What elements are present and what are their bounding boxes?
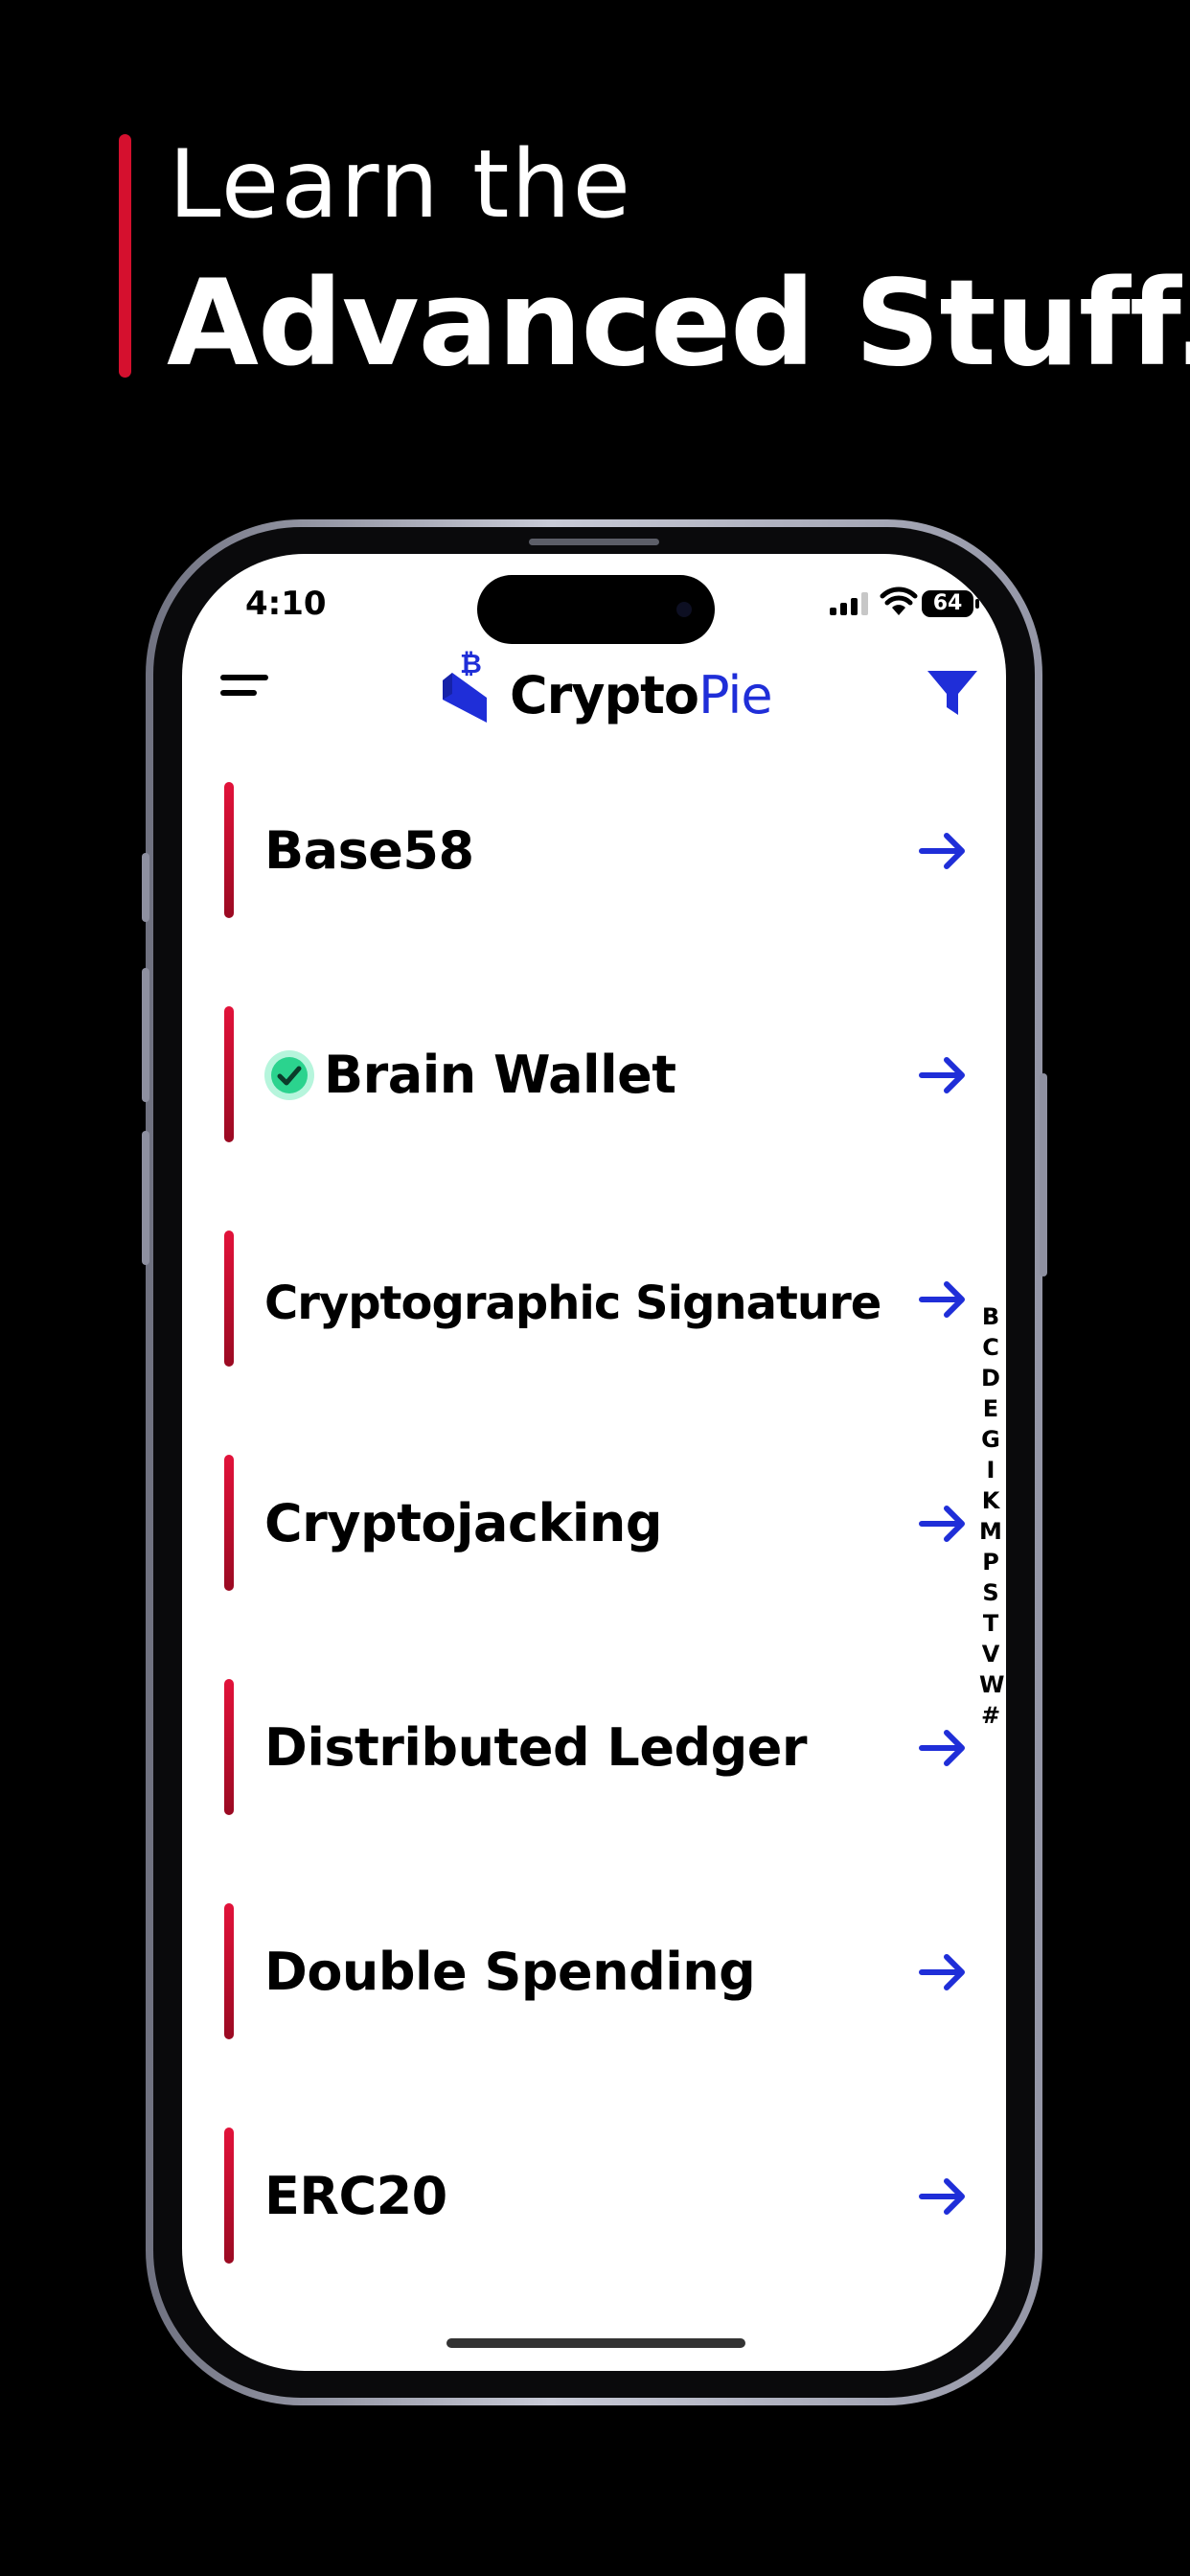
arrow-right-icon[interactable] xyxy=(918,1048,970,1102)
list-item-accent-bar xyxy=(224,1006,234,1142)
phone-power-button xyxy=(1040,1073,1047,1276)
home-indicator[interactable] xyxy=(446,2338,745,2348)
alphabet-index-letter[interactable]: C xyxy=(982,1334,999,1361)
list-item-label: Base58 xyxy=(264,820,474,881)
alphabet-index-letter[interactable]: G xyxy=(981,1426,1000,1453)
wifi-icon xyxy=(880,586,918,615)
arrow-right-icon[interactable] xyxy=(918,1721,970,1775)
headline-line-2: Advanced Stuff. xyxy=(167,255,1190,393)
phone-volume-down-button xyxy=(142,1131,149,1265)
alphabet-index-letter[interactable]: D xyxy=(981,1365,1000,1392)
camera-dot xyxy=(676,602,692,617)
list-item[interactable]: Double Spending xyxy=(182,1903,1006,2057)
alphabet-index-letter[interactable]: W xyxy=(979,1671,1005,1698)
logo-wordmark: CryptoPie xyxy=(510,665,773,725)
arrow-right-icon[interactable] xyxy=(918,824,970,878)
svg-text:₿: ₿ xyxy=(460,648,482,679)
logo-mark-icon: ₿ xyxy=(443,648,487,723)
list-item[interactable]: Cryptojacking xyxy=(182,1455,1006,1608)
list-item-label: Double Spending xyxy=(264,1942,756,2002)
list-item-label: ERC20 xyxy=(264,2166,447,2226)
logo-wordmark-pie: Pie xyxy=(698,665,773,725)
alphabet-index-letter[interactable]: T xyxy=(982,1610,999,1637)
battery-tip xyxy=(975,599,979,609)
headline-accent-bar xyxy=(119,134,131,378)
list-item[interactable]: Distributed Ledger xyxy=(182,1679,1006,1832)
list-item-accent-bar xyxy=(224,1679,234,1815)
cellular-signal-icon xyxy=(830,592,872,615)
list-item[interactable]: Base58 xyxy=(182,782,1006,935)
alphabet-index-letter[interactable]: P xyxy=(982,1549,999,1576)
alphabet-index-letter[interactable]: E xyxy=(982,1395,999,1422)
arrow-right-icon[interactable] xyxy=(918,1497,970,1551)
logo-wordmark-crypto: Crypto xyxy=(510,665,699,725)
list-item[interactable]: Cryptographic Signature xyxy=(182,1230,1006,1384)
list-item-accent-bar xyxy=(224,782,234,918)
arrow-right-icon[interactable] xyxy=(918,1273,970,1326)
list-item-label: Cryptojacking xyxy=(264,1493,663,1553)
list-item-label: Distributed Ledger xyxy=(264,1717,808,1778)
list-item-accent-bar xyxy=(224,1230,234,1367)
alphabet-index-letter[interactable]: M xyxy=(979,1518,1002,1545)
list-item-label: Cryptographic Signature xyxy=(264,1276,881,1330)
alphabet-index-letter[interactable]: # xyxy=(980,1702,1001,1729)
dynamic-island xyxy=(477,575,715,644)
alphabet-index-letter[interactable]: B xyxy=(981,1303,1000,1330)
verified-badge-icon xyxy=(264,1050,314,1100)
arrow-right-icon[interactable] xyxy=(918,1945,970,1999)
list-item-accent-bar xyxy=(224,1903,234,2039)
menu-icon[interactable] xyxy=(220,669,272,707)
headline-line-1: Learn the xyxy=(169,130,632,240)
phone-volume-up-button xyxy=(142,968,149,1102)
list-item-label: Brain Wallet xyxy=(324,1045,676,1105)
list-item[interactable]: Brain Wallet xyxy=(182,1006,1006,1160)
phone-speaker-grill xyxy=(529,539,659,545)
list-item-accent-bar xyxy=(224,1455,234,1591)
alphabet-index-letter[interactable]: V xyxy=(981,1641,1000,1668)
battery-icon: 64 xyxy=(922,590,973,617)
list-item[interactable]: ERC20 xyxy=(182,2128,1006,2281)
status-time: 4:10 xyxy=(245,585,327,623)
filter-icon[interactable] xyxy=(926,667,979,721)
phone-action-button xyxy=(142,853,149,922)
alphabet-index-letter[interactable]: S xyxy=(982,1579,999,1606)
alphabet-index-letter[interactable]: K xyxy=(981,1487,1000,1514)
alphabet-index-letter[interactable]: I xyxy=(986,1457,995,1484)
list-item-accent-bar xyxy=(224,2128,234,2264)
arrow-right-icon[interactable] xyxy=(918,2170,970,2223)
